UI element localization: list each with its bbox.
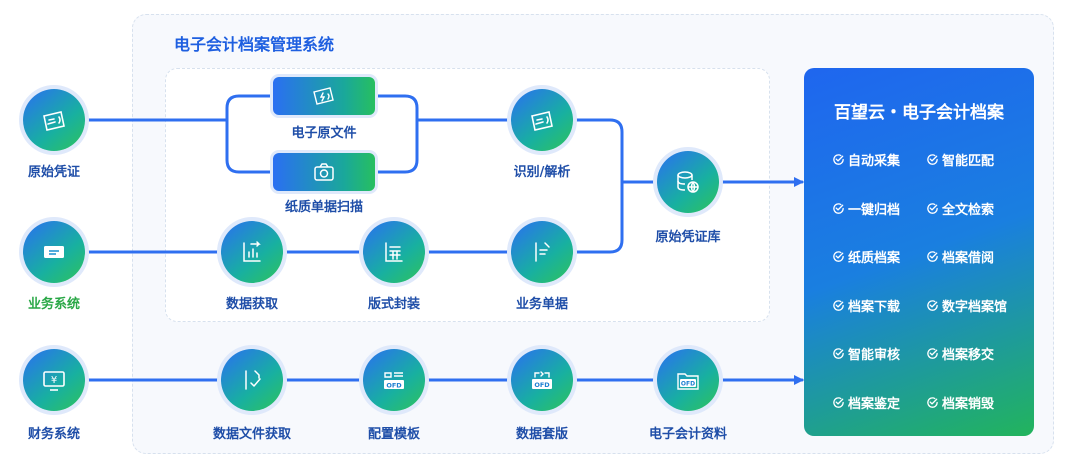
recognize-parse-node[interactable] bbox=[511, 89, 573, 151]
feature-item: 数字档案馆 bbox=[926, 296, 1007, 315]
feature-label: 自动采集 bbox=[848, 154, 901, 169]
check-circle-icon bbox=[833, 348, 844, 359]
line-recognize-to-merge bbox=[571, 118, 624, 254]
e-accounting-data-label: 电子会计资料 bbox=[648, 427, 728, 442]
business-system-label: 业务系统 bbox=[27, 297, 81, 312]
panel-title: 百望云・电子会计档案 bbox=[834, 103, 1004, 123]
check-circle-icon bbox=[833, 299, 844, 311]
check-circle-icon bbox=[833, 396, 844, 408]
feature-label: 档案移交 bbox=[942, 348, 995, 363]
ofd-package-icon: OFD bbox=[532, 371, 552, 389]
voucher-icon bbox=[43, 111, 65, 131]
ofd-folder-icon: OFD bbox=[677, 373, 699, 390]
ofd-template-icon: OFD bbox=[384, 372, 404, 390]
feature-item: 档案鉴定 bbox=[832, 393, 900, 412]
business-doc-icon bbox=[535, 242, 550, 262]
business-system-node[interactable] bbox=[23, 221, 85, 283]
original-voucher-db-node[interactable] bbox=[657, 151, 719, 213]
feature-label: 智能匹配 bbox=[942, 154, 995, 169]
svg-text:¥: ¥ bbox=[51, 375, 57, 386]
feature-item: 一键归档 bbox=[832, 199, 900, 218]
recognize-parse-label: 识别/解析 bbox=[513, 165, 571, 180]
finance-system-label: 财务系统 bbox=[27, 427, 81, 442]
feature-item: 智能匹配 bbox=[926, 150, 994, 169]
feature-item: 档案移交 bbox=[926, 344, 994, 363]
data-template-node[interactable]: OFD bbox=[511, 349, 573, 411]
config-template-label: 配置模板 bbox=[367, 427, 421, 442]
check-circle-icon bbox=[833, 154, 844, 165]
ofd-badge-text: OFD bbox=[681, 381, 695, 388]
feature-item: 智能审核 bbox=[832, 344, 900, 363]
feature-label: 智能审核 bbox=[848, 348, 901, 363]
e-accounting-data-node[interactable]: OFD bbox=[657, 349, 719, 411]
paper-scan-node[interactable] bbox=[273, 153, 375, 191]
check-circle-icon bbox=[927, 299, 938, 311]
check-circle-icon bbox=[833, 251, 844, 262]
ofd-badge-text: OFD bbox=[534, 381, 550, 389]
paper-scan-label: 纸质单据扫描 bbox=[284, 200, 364, 215]
feature-label: 一键归档 bbox=[848, 202, 901, 218]
check-circle-icon bbox=[927, 202, 938, 214]
feature-label: 档案下载 bbox=[848, 299, 901, 315]
recognize-doc-icon bbox=[531, 111, 553, 131]
data-file-fetch-label: 数据文件获取 bbox=[212, 427, 292, 442]
e-file-icon bbox=[313, 87, 334, 105]
business-ticket-icon bbox=[44, 246, 64, 258]
business-doc-node[interactable] bbox=[511, 221, 573, 283]
feature-label: 全文检索 bbox=[942, 202, 995, 218]
ofd-badge-text: OFD bbox=[386, 382, 402, 390]
original-voucher-db-label: 原始凭证库 bbox=[655, 230, 721, 245]
format-pack-label: 版式封装 bbox=[367, 297, 421, 312]
file-check-icon bbox=[245, 370, 261, 390]
feature-label: 档案销毁 bbox=[942, 396, 995, 412]
original-voucher-node[interactable] bbox=[23, 89, 85, 151]
data-fetch-node[interactable] bbox=[221, 221, 283, 283]
check-circle-icon bbox=[927, 251, 938, 262]
e-original-file-label: 电子原文件 bbox=[291, 126, 357, 141]
config-template-node[interactable]: OFD bbox=[363, 349, 425, 411]
format-pack-node[interactable] bbox=[363, 221, 425, 283]
finance-system-node[interactable]: ¥ bbox=[23, 349, 85, 411]
format-pack-icon bbox=[385, 242, 403, 262]
data-file-fetch-node[interactable] bbox=[221, 349, 283, 411]
feature-item: 自动采集 bbox=[832, 150, 900, 169]
database-globe-icon bbox=[677, 171, 699, 193]
data-fetch-label: 数据获取 bbox=[225, 297, 279, 312]
feature-item: 纸质档案 bbox=[832, 247, 900, 266]
check-circle-icon bbox=[833, 202, 844, 214]
check-circle-icon bbox=[927, 396, 938, 408]
feature-item: 档案销毁 bbox=[926, 393, 994, 412]
check-circle-icon bbox=[927, 154, 938, 165]
e-original-file-node[interactable] bbox=[273, 77, 375, 115]
camera-icon bbox=[314, 163, 334, 181]
feature-label: 数字档案馆 bbox=[942, 299, 1008, 315]
feature-label: 纸质档案 bbox=[848, 251, 901, 266]
feature-item: 档案借阅 bbox=[926, 247, 994, 266]
original-voucher-label: 原始凭证 bbox=[27, 165, 81, 180]
feature-item: 全文检索 bbox=[926, 199, 994, 218]
check-circle-icon bbox=[927, 348, 938, 359]
archive-feature-panel: 百望云・电子会计档案 自动采集 智能匹配一键归档 全文检索纸质档案 档案借阅档案下载 数… bbox=[804, 68, 1034, 436]
feature-label: 档案鉴定 bbox=[848, 396, 901, 412]
yuan-screen-icon: ¥ bbox=[43, 371, 65, 391]
feature-label: 档案借阅 bbox=[942, 251, 995, 266]
feature-item: 档案下载 bbox=[832, 296, 900, 315]
business-doc-label: 业务单据 bbox=[515, 297, 569, 312]
data-template-label: 数据套版 bbox=[515, 427, 569, 442]
system-title: 电子会计档案管理系统 bbox=[174, 35, 335, 54]
line-branch-loop bbox=[225, 94, 419, 174]
data-fetch-icon bbox=[243, 241, 261, 262]
